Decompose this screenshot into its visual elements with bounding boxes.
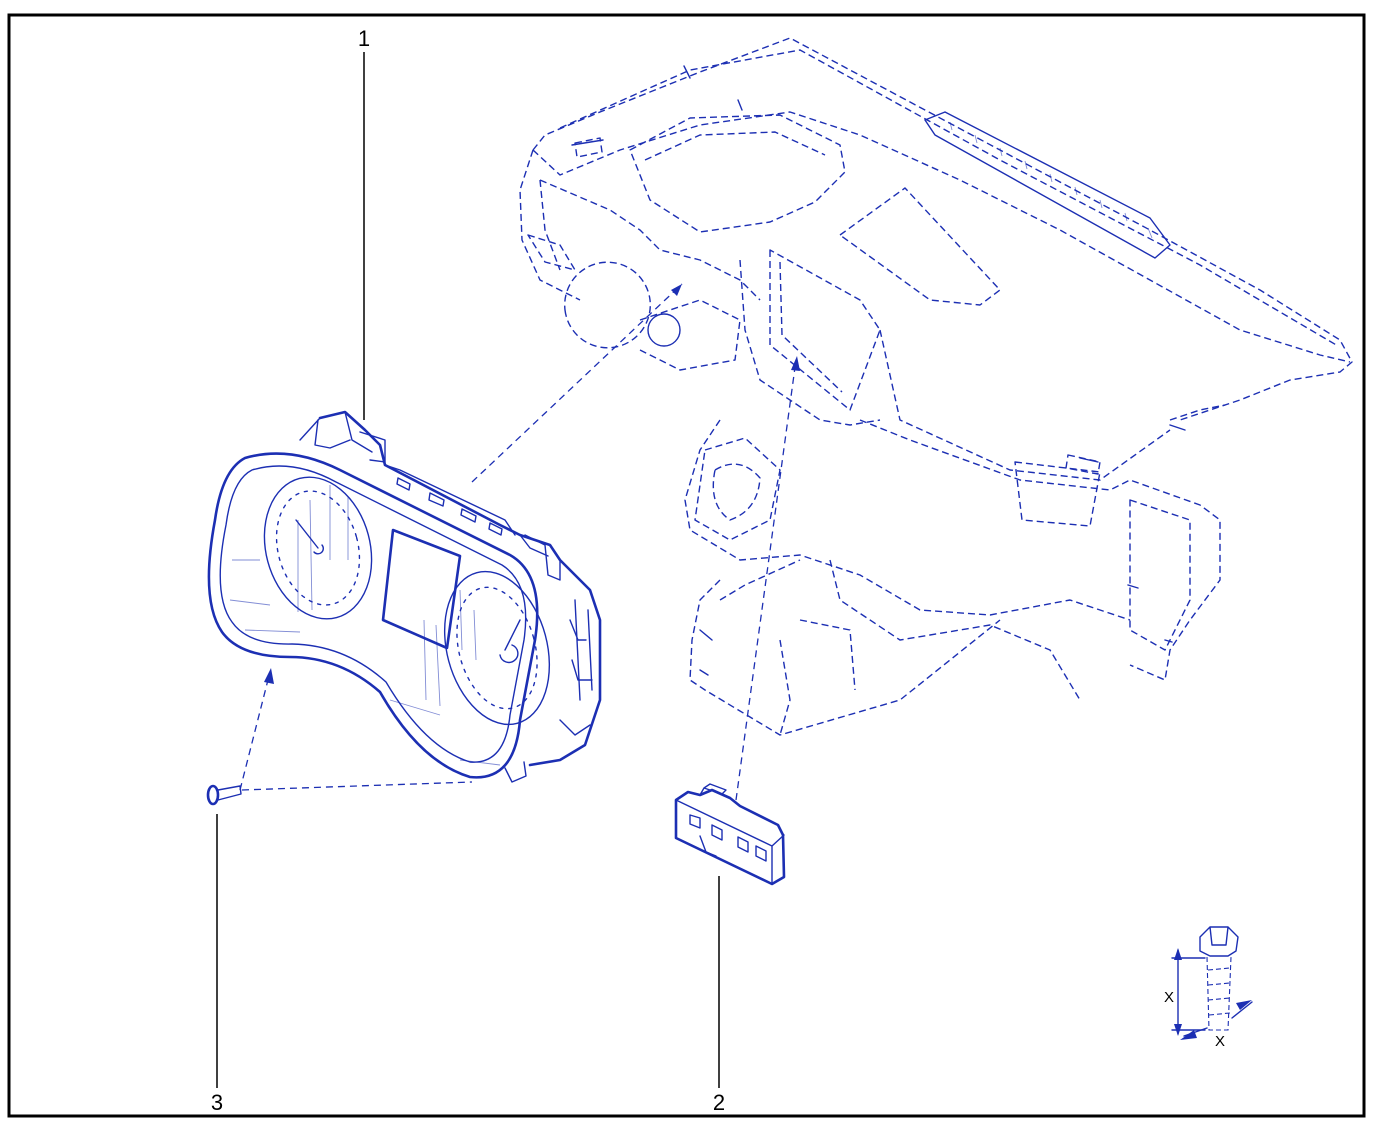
knee-brace (779, 619, 856, 736)
fastener-dimension-symbol: X X (1164, 926, 1253, 1050)
center-stack-display (769, 249, 881, 411)
connector-body-outline (674, 788, 786, 886)
dashboard-left-side (519, 149, 581, 301)
cluster-mounting-tab-top (314, 419, 386, 463)
screw-to-tab-line (241, 781, 473, 791)
passenger-vent (1065, 454, 1101, 475)
width-dimension-arrowheads (1180, 1000, 1252, 1040)
dashboard-lower-cross-member (829, 559, 1081, 701)
cluster-housing-side-ribs (559, 599, 593, 736)
screw-shank (217, 785, 242, 801)
speedometer-dial-ring (275, 490, 361, 606)
dashboard-top-back-edge (532, 37, 1353, 421)
screw-head (206, 784, 220, 806)
connector-plug (699, 783, 731, 799)
connector-top-face (675, 799, 785, 885)
cluster-lens-reflections (229, 485, 501, 766)
connector-to-dash-arrowhead (791, 356, 800, 371)
dashboard-left-lower (539, 179, 761, 301)
dashboard-mount-clips (571, 65, 1186, 676)
exploded-assembly-lines (239, 283, 800, 801)
tachometer-dial (443, 570, 551, 726)
dashboard-top-second-edge (559, 49, 1339, 347)
center-console (694, 437, 781, 541)
tachometer-dial-ring (456, 586, 538, 710)
tachometer-needle (499, 619, 521, 664)
cluster-to-dash-line (471, 283, 683, 483)
right-under-structure (859, 419, 1221, 681)
cluster-housing (318, 410, 602, 767)
cluster-mounting-tab-right (524, 534, 561, 581)
bolt-head (1199, 926, 1239, 957)
cluster-housing-vents (396, 477, 503, 536)
screw-to-cluster-line (239, 671, 271, 791)
connector-to-dash-line (735, 359, 797, 801)
callout-3-label: 3 (211, 1090, 223, 1115)
lower-left-bracket (689, 559, 1001, 736)
cluster-bezel-inner (219, 465, 527, 763)
height-dimension-label: X (1164, 989, 1174, 1006)
callouts: 1 3 2 (211, 26, 725, 1115)
dashboard-assembly (519, 37, 1353, 736)
diagram-frame (7, 13, 1366, 1118)
cluster-center-display (381, 528, 462, 650)
callout-2-label: 2 (713, 1090, 725, 1115)
speedometer-dial (263, 476, 373, 620)
connector-module (674, 783, 786, 886)
width-dimension-label: X (1215, 1033, 1225, 1050)
height-dimension-line (1171, 949, 1206, 1035)
speedometer-needle (295, 519, 325, 555)
defroster-vent-hatching (949, 121, 1153, 239)
center-structure (739, 259, 881, 426)
cluster-screw (206, 784, 242, 806)
right-display (839, 187, 1001, 306)
lower-center-structure (684, 419, 1131, 621)
steering-column-hub (647, 313, 681, 347)
screw-to-cluster-arrowhead (264, 668, 274, 684)
cluster-bottom-mount-tab (504, 761, 527, 783)
connector-side-details (689, 814, 767, 862)
right-side-bracket (1129, 404, 1226, 651)
right-lower-face (879, 329, 1171, 481)
callout-1-label: 1 (358, 26, 370, 51)
steering-column (564, 261, 741, 371)
instrument-cluster (207, 410, 602, 783)
cluster-to-dash-arrowhead (671, 284, 682, 296)
defroster-vent-strip (924, 111, 1171, 259)
cluster-bezel-outer (207, 452, 539, 779)
cluster-housing-top-edge (299, 411, 549, 557)
bolt-threads (1206, 956, 1232, 1031)
cluster-hood (629, 114, 846, 233)
dashboard-top-front-edge (532, 111, 1351, 363)
dashboard-left-vent (527, 137, 603, 271)
